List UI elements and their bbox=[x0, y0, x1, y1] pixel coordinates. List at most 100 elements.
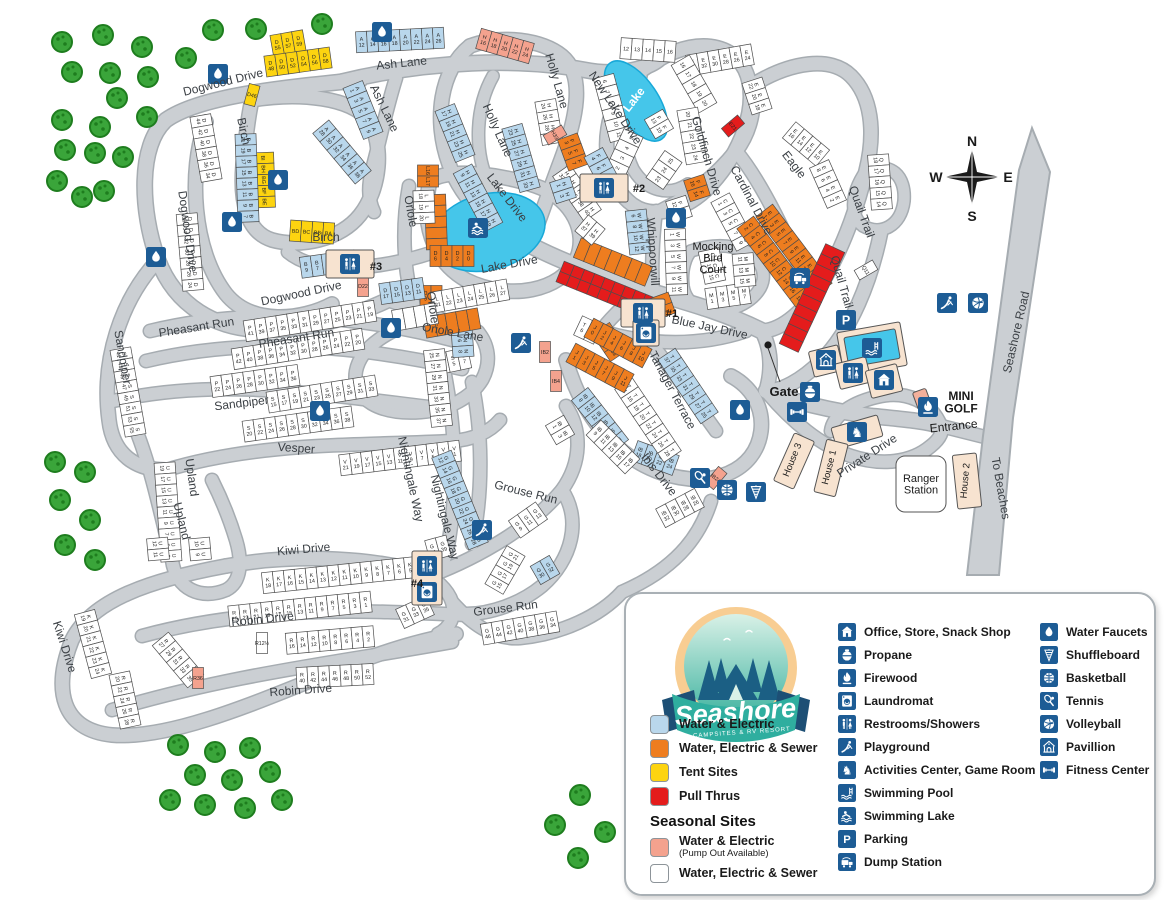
fitness-icon bbox=[1040, 761, 1058, 779]
site-code-number: 5 bbox=[342, 605, 346, 611]
site-code-number: 24 bbox=[467, 296, 474, 303]
site-code: U13 bbox=[160, 498, 172, 505]
tree-detail bbox=[63, 120, 67, 124]
tree-detail bbox=[264, 767, 268, 771]
site-code-prefix: C bbox=[709, 252, 716, 257]
site-code: G36 bbox=[538, 619, 546, 632]
site-code-number: 16 bbox=[381, 41, 387, 47]
tree-canopy bbox=[259, 761, 281, 783]
site-code: G30 bbox=[535, 567, 546, 580]
site-code: N33 bbox=[432, 395, 444, 402]
site-code: R46 bbox=[332, 671, 339, 683]
site-code: R22 bbox=[116, 685, 129, 693]
site-code: P35 bbox=[279, 320, 287, 333]
site-code: IB30 bbox=[670, 505, 681, 518]
site-code-prefix: S bbox=[368, 381, 373, 388]
site-code: 12 bbox=[623, 46, 629, 52]
site-code-prefix: P bbox=[247, 376, 252, 382]
site-code-number: 16 bbox=[287, 581, 294, 588]
tree-canopy bbox=[202, 19, 224, 41]
legend-amenity-row: Pavillion bbox=[1040, 737, 1152, 756]
tree-detail bbox=[244, 801, 248, 805]
site-code: N6 bbox=[456, 338, 468, 343]
site-code: R29 bbox=[164, 646, 177, 658]
site-type-label: Water & Electric(Pump Out Available) bbox=[679, 834, 775, 859]
site-code: R31 bbox=[171, 654, 184, 666]
site-code: P32 bbox=[268, 373, 276, 386]
site-code-number: 24 bbox=[268, 428, 275, 435]
site-code-prefix: P bbox=[268, 348, 273, 355]
site-code: E5 bbox=[774, 228, 786, 238]
site-code: R7 bbox=[330, 600, 335, 612]
site-code-number: 6 bbox=[756, 244, 763, 250]
site-cell bbox=[733, 274, 757, 288]
site-code-number: 16 bbox=[625, 395, 633, 403]
site-code-prefix: S bbox=[290, 419, 295, 425]
tree-detail bbox=[98, 186, 102, 190]
site-code: F15 bbox=[655, 124, 668, 135]
landmark-label: House 2 bbox=[958, 463, 972, 499]
site-cell bbox=[362, 299, 378, 324]
site-code: D36 bbox=[180, 216, 192, 223]
site-code-number: 40 bbox=[299, 678, 305, 684]
legend-panel: Seashore CAMPSITES & RV RESORT Water & E… bbox=[624, 592, 1156, 896]
site-code: P41 bbox=[247, 325, 255, 338]
site-code-number: 24 bbox=[539, 103, 546, 110]
site-code-number: 9 bbox=[305, 267, 309, 273]
site-code-prefix: N bbox=[436, 375, 442, 380]
tree-detail bbox=[56, 174, 60, 178]
amenity-label: Tennis bbox=[1066, 693, 1104, 708]
site-code-prefix: P bbox=[356, 308, 361, 315]
site-type-label: Water, Electric & Sewer bbox=[679, 740, 818, 755]
site-code-prefix: P bbox=[280, 372, 285, 378]
site-code: P37 bbox=[268, 321, 276, 334]
site-code: E9 bbox=[788, 245, 800, 255]
site-code-prefix: G bbox=[514, 521, 521, 528]
site-code-prefix: J bbox=[641, 351, 646, 358]
site-code-prefix: P bbox=[214, 381, 219, 387]
site-code-prefix: G bbox=[517, 623, 522, 630]
pavilion-icon bbox=[1040, 738, 1058, 756]
site-code-number: 28 bbox=[723, 59, 730, 66]
site-code-prefix: Q bbox=[878, 169, 884, 174]
site-code: 16 bbox=[678, 61, 686, 69]
tree-detail bbox=[196, 775, 200, 779]
site-code-prefix: U bbox=[167, 510, 173, 514]
site-code-prefix: R bbox=[289, 638, 294, 644]
site-code-prefix: W bbox=[638, 234, 644, 240]
site-code: A9 bbox=[364, 127, 376, 135]
site-code-prefix: E bbox=[824, 175, 831, 181]
site-code: S49 bbox=[122, 394, 135, 402]
site-code: S22 bbox=[256, 424, 264, 437]
site-code-prefix: B bbox=[245, 138, 251, 142]
site-code-prefix: P bbox=[257, 350, 262, 357]
site-code-prefix: H bbox=[524, 47, 529, 54]
site-code: K24 bbox=[93, 666, 106, 675]
site-code-number: 15 bbox=[738, 278, 744, 284]
site-code: P42 bbox=[235, 353, 243, 366]
site-cluster: E21 bbox=[720, 114, 746, 138]
site-code: J1 bbox=[571, 350, 579, 362]
site-code: S38 bbox=[343, 412, 351, 425]
site-code-prefix: G bbox=[411, 606, 417, 613]
site-code: 8 bbox=[606, 101, 613, 105]
site-code-prefix: E bbox=[756, 93, 763, 99]
site-code-prefix: D bbox=[467, 251, 471, 257]
site-code: L20 bbox=[418, 215, 430, 221]
site-code-number: 9 bbox=[459, 173, 466, 178]
site-code: D48 bbox=[267, 60, 275, 73]
site-code-prefix: P bbox=[302, 316, 307, 323]
site-code-prefix: A bbox=[392, 35, 396, 41]
amenity-label: Parking bbox=[864, 831, 909, 846]
site-code: W1 bbox=[668, 232, 680, 237]
site-code: V15 bbox=[375, 455, 382, 467]
site-code-number: 14 bbox=[309, 578, 316, 585]
site-cluster: IB2 bbox=[539, 341, 551, 363]
landmark-line: MINI bbox=[948, 389, 973, 403]
site-code: D59 bbox=[295, 35, 303, 48]
